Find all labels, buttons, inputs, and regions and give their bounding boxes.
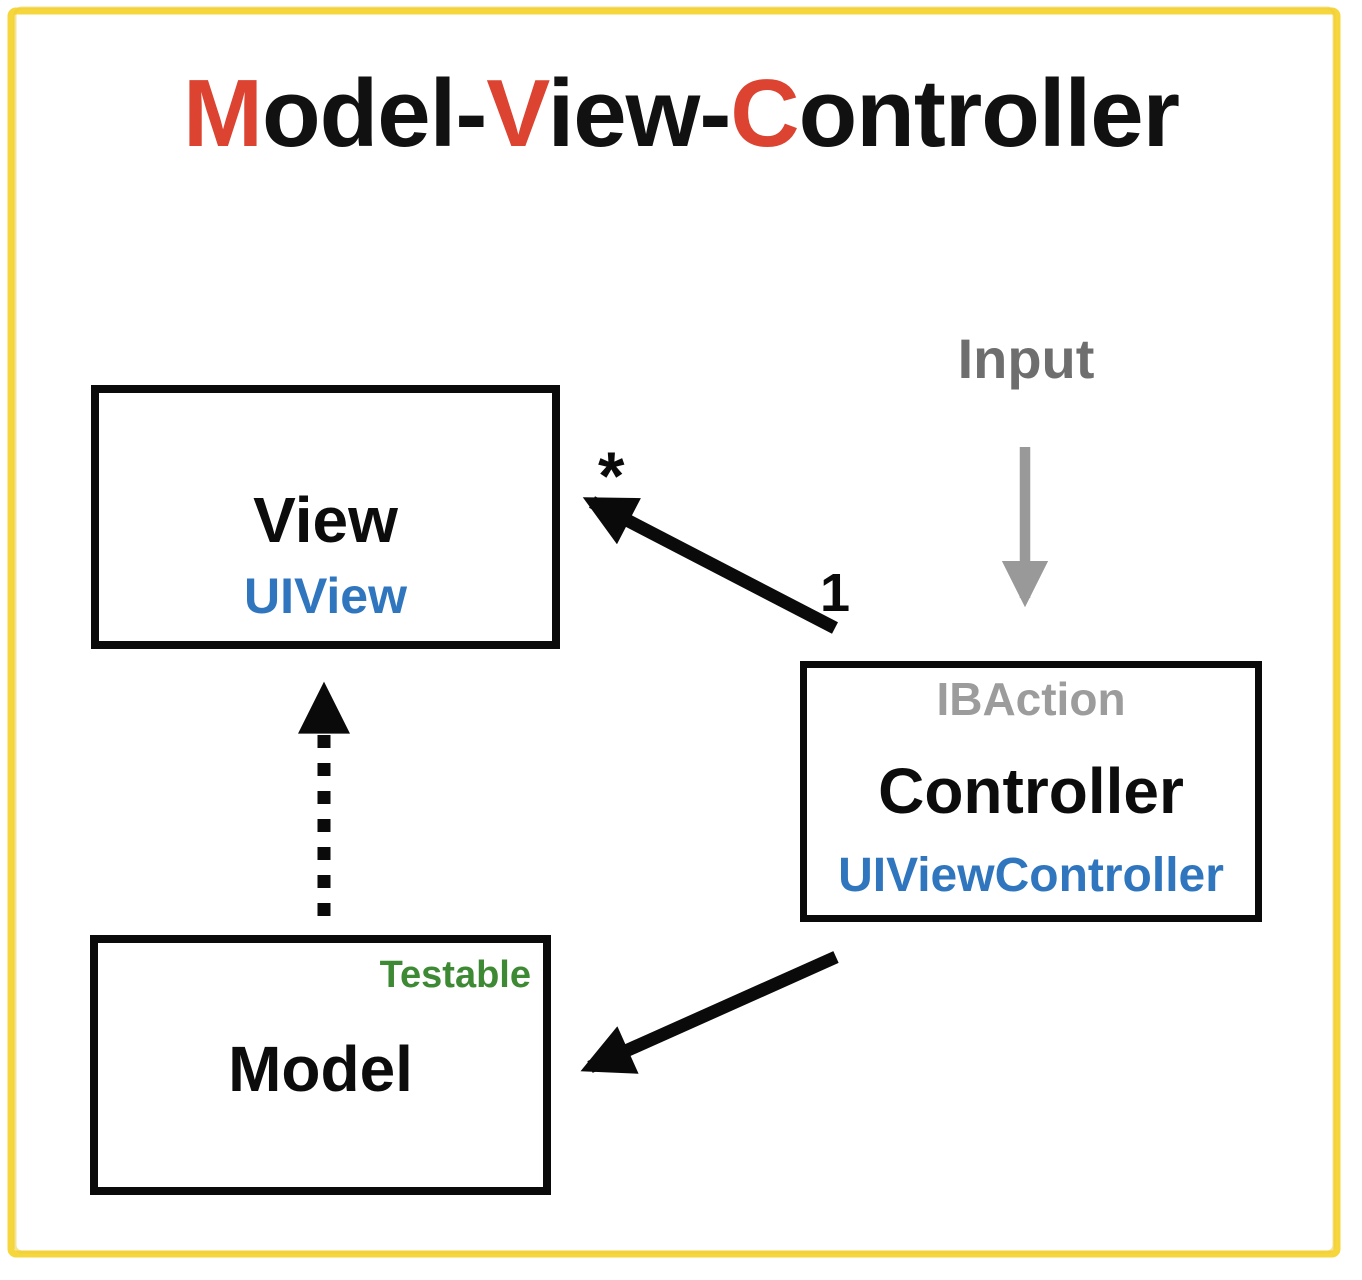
model-annotation-label: Testable — [379, 954, 531, 996]
title-segment: odel- — [261, 60, 487, 167]
title-segment: iew- — [547, 60, 732, 167]
model-node-title: Model — [228, 1033, 413, 1105]
controller-annotation-label: IBAction — [936, 673, 1126, 725]
yellow-border — [7, 6, 1341, 1258]
model-node: Testable Model — [90, 935, 551, 1195]
view-node-title: View — [253, 484, 398, 556]
title-segment: ontroller — [798, 60, 1180, 167]
controller-node-title: Controller — [878, 755, 1184, 827]
multiplicity-one-label: 1 — [820, 563, 851, 623]
title-segment: V — [486, 60, 548, 167]
view-class-label: UIView — [243, 568, 408, 624]
controller-to-view-arrow — [582, 496, 838, 634]
title-segment: M — [183, 60, 263, 167]
title-segment: C — [730, 60, 799, 167]
controller-class-label: UIViewController — [838, 849, 1224, 902]
controller-node: IBAction Controller UIViewController — [800, 661, 1262, 922]
multiplicity-star-label: * — [598, 438, 625, 514]
diagram-title: Model-View-Controller — [0, 66, 1362, 162]
input-label: Input — [957, 327, 1095, 390]
view-node: View UIView — [91, 385, 560, 649]
controller-to-model-arrow — [580, 951, 839, 1074]
